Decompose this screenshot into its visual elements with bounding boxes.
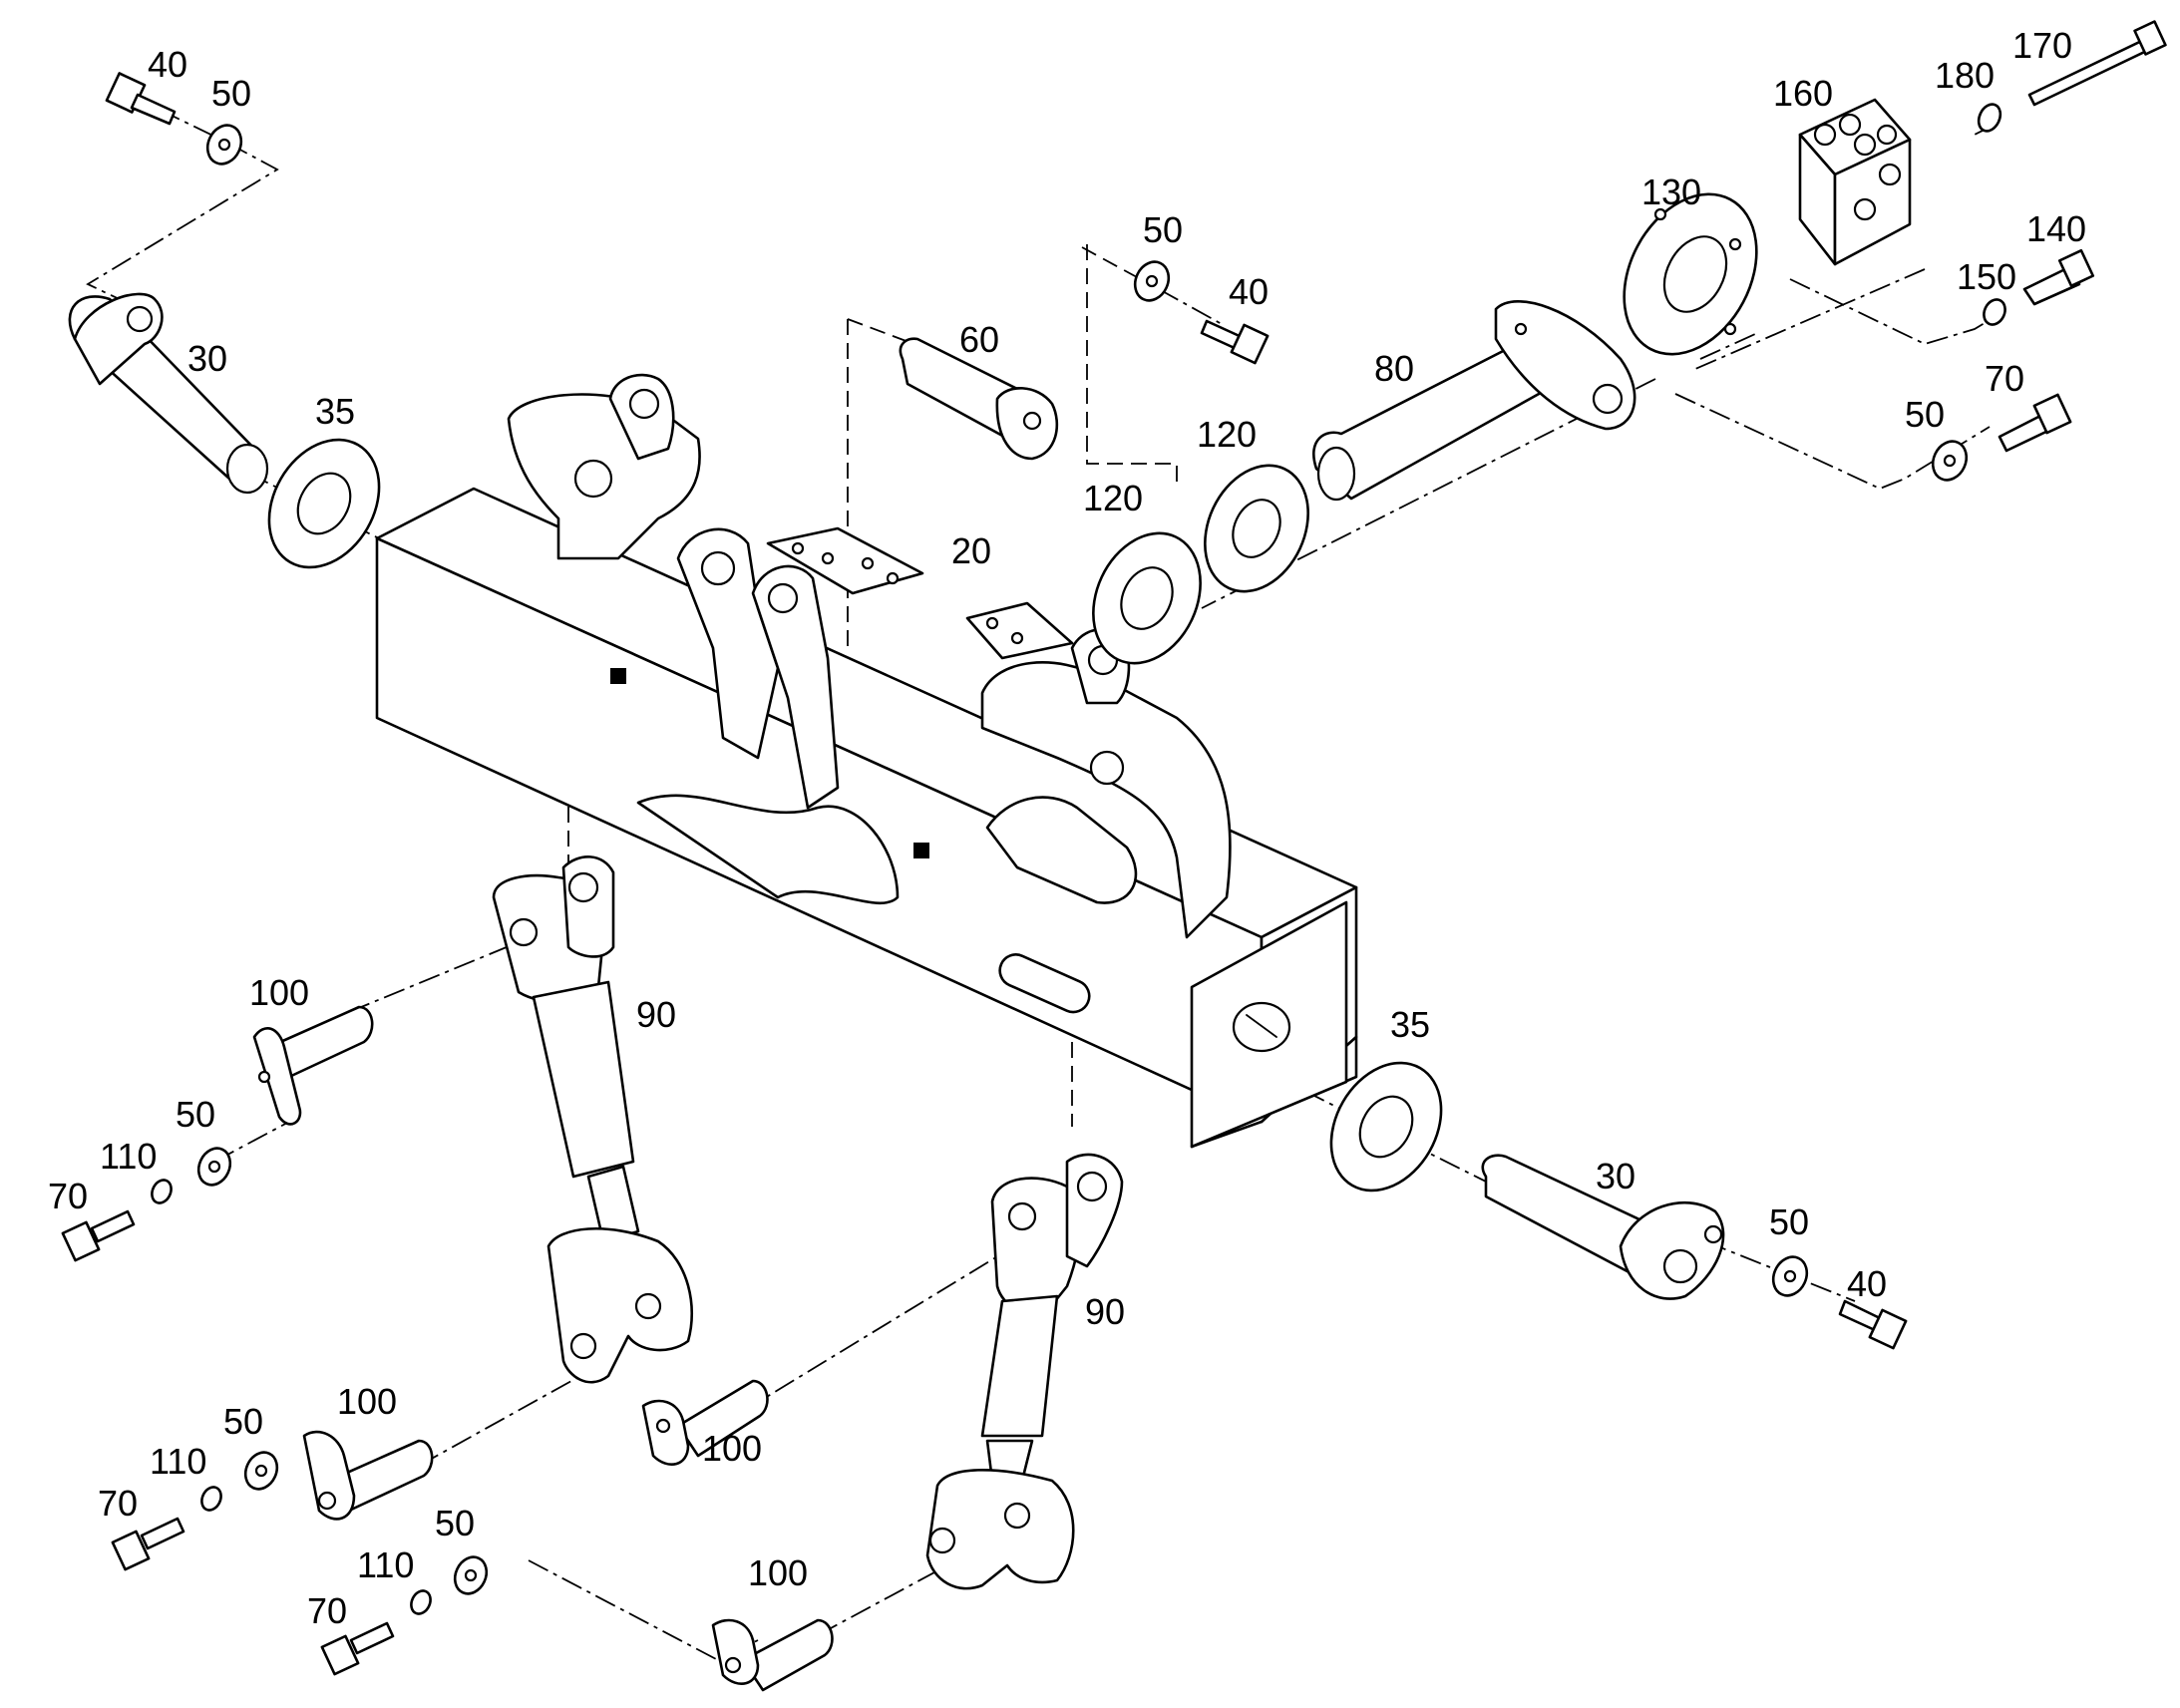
callout-70-l3: 70 (307, 1590, 347, 1631)
pin-part-100-c (641, 1379, 769, 1466)
washer-part-120-a (1092, 531, 1202, 665)
pin-part-100-d (711, 1618, 834, 1692)
callout-50-l2: 50 (223, 1401, 263, 1442)
callout-90-b: 90 (1085, 1291, 1125, 1332)
callout-110-l3: 110 (357, 1544, 414, 1585)
callout-40-mid: 40 (1229, 271, 1269, 312)
callout-70-right: 70 (1985, 358, 2024, 399)
callout-130: 130 (1641, 171, 1701, 212)
washer-part-35-left (267, 438, 381, 569)
pin-part-60 (899, 337, 1059, 461)
callout-50-right: 50 (1905, 394, 1945, 435)
callout-50-mid: 50 (1143, 209, 1183, 250)
washer-part-110-l3 (410, 1589, 432, 1615)
bolt-part-70-l1 (61, 1209, 136, 1262)
callout-35-left: 35 (315, 391, 355, 432)
washer-part-120-b (1204, 464, 1309, 593)
washer-part-50-l3 (453, 1555, 489, 1595)
flange-part-130 (1623, 192, 1758, 356)
callout-110-l1: 110 (100, 1136, 157, 1177)
bolt-part-40-top (105, 72, 177, 126)
callout-40-top: 40 (148, 44, 187, 85)
callout-100-b: 100 (337, 1381, 397, 1422)
callout-30-left: 30 (187, 338, 227, 379)
callout-90-a: 90 (636, 994, 676, 1035)
bolt-part-140 (2022, 248, 2095, 306)
callout-160: 160 (1773, 73, 1833, 114)
bolt-part-70-l3 (320, 1621, 395, 1676)
callout-120-b: 120 (1197, 414, 1257, 455)
callout-labels: 40 50 30 35 60 50 40 20 80 120 120 130 1… (48, 25, 2086, 1631)
callout-35-right: 35 (1390, 1004, 1430, 1045)
bolt-part-70-right (1998, 393, 2072, 453)
bolt-part-40-br (1838, 1299, 1908, 1350)
pin-part-30-left (68, 292, 269, 495)
washer-part-110-l2 (200, 1486, 222, 1512)
callout-50-l3: 50 (435, 1503, 475, 1543)
valve-block-part-160 (1798, 98, 1912, 266)
callout-70-l2: 70 (98, 1483, 138, 1524)
washer-part-50-top (205, 124, 243, 166)
callout-60: 60 (959, 319, 999, 360)
callout-30-right: 30 (1596, 1156, 1635, 1196)
pin-part-30-right (1481, 1154, 1725, 1300)
callout-110-l2: 110 (150, 1441, 206, 1482)
callout-150: 150 (1957, 256, 2016, 297)
callout-80: 80 (1374, 348, 1414, 389)
washer-part-150 (1983, 298, 2006, 326)
callout-70-l1: 70 (48, 1176, 88, 1216)
callout-50-br: 50 (1769, 1201, 1809, 1242)
washer-part-50-l2 (243, 1451, 279, 1491)
callout-20: 20 (951, 530, 991, 571)
main-beam-part-20 (375, 373, 1358, 1149)
callout-100-d: 100 (748, 1552, 808, 1593)
callout-100-c: 100 (702, 1428, 762, 1469)
callout-50-top: 50 (211, 73, 251, 114)
callout-100-a: 100 (249, 972, 309, 1013)
washer-part-50-mid (1133, 260, 1171, 302)
bolt-part-70-l2 (111, 1517, 185, 1571)
bolt-part-40-mid (1200, 319, 1270, 365)
cylinder-part-90-right (925, 1153, 1124, 1590)
cylinder-part-90-left (492, 855, 694, 1384)
callout-180: 180 (1935, 55, 1995, 96)
callout-170: 170 (2012, 25, 2072, 66)
callout-140: 140 (2026, 208, 2086, 249)
washer-part-180 (1977, 103, 2002, 133)
washer-part-50-br (1771, 1255, 1809, 1297)
washer-part-50-right (1931, 440, 1969, 482)
callout-50-l1: 50 (176, 1094, 215, 1135)
pin-part-80 (1312, 300, 1636, 502)
bolt-part-170 (2027, 20, 2167, 107)
washer-part-110-l1 (151, 1179, 173, 1204)
callout-120-a: 120 (1083, 478, 1143, 518)
washer-part-50-l1 (196, 1147, 232, 1187)
pin-part-100-b (302, 1430, 434, 1521)
washer-part-35-right (1329, 1061, 1443, 1193)
pin-part-100-a (252, 1005, 374, 1126)
callout-40-br: 40 (1847, 1263, 1887, 1304)
